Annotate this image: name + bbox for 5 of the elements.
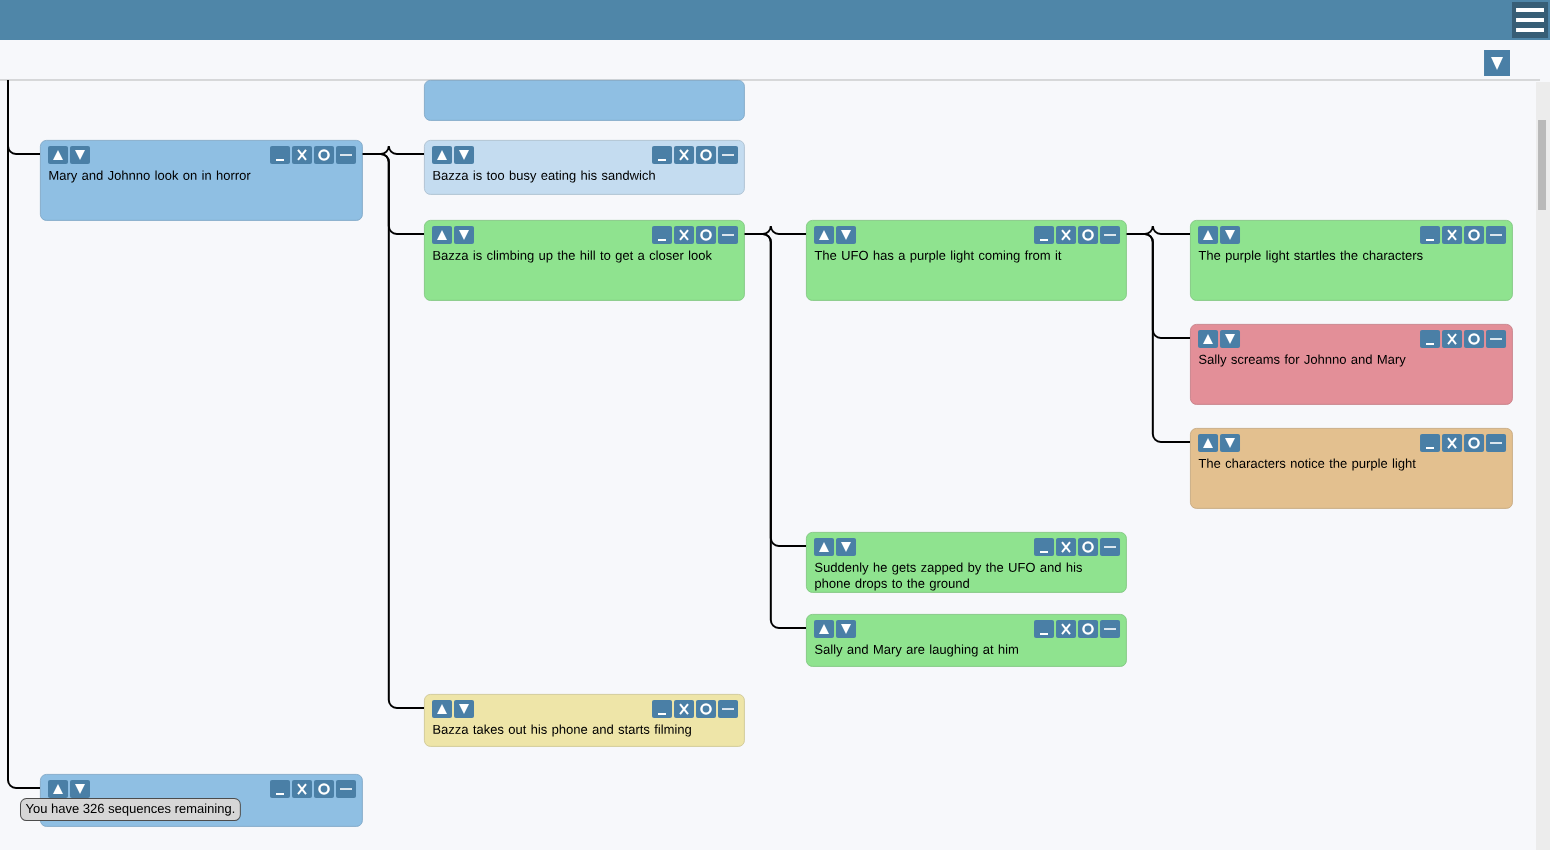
story-box [424,80,745,121]
connector-line [361,153,425,709]
connector-line [1125,233,1191,443]
connector-line [743,233,807,629]
connector-line [7,79,41,789]
